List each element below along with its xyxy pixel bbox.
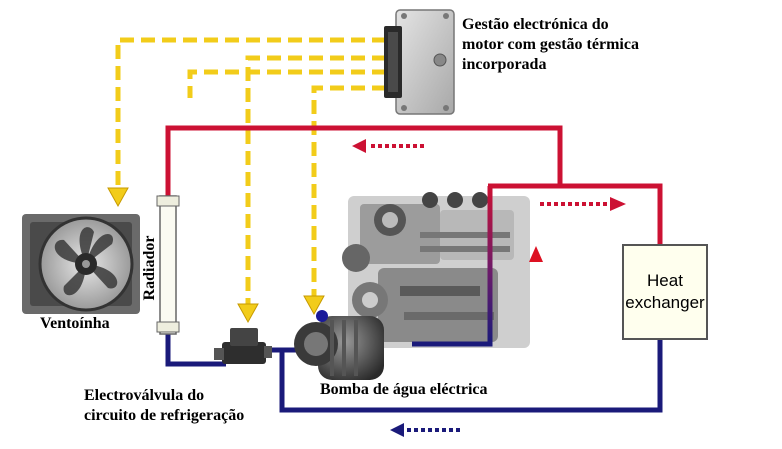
flow-arrow-bottom-left: [390, 423, 460, 437]
signal-line-pump: [311, 85, 386, 296]
radiator-label: Radiador: [141, 235, 158, 301]
cold-line-bottom-return: [279, 340, 663, 413]
coolant-lines: [165, 125, 663, 413]
flow-arrow-top-left: [352, 139, 424, 153]
signal-arrow-valve: [237, 303, 259, 324]
signal-line-fan: [115, 37, 386, 188]
signal-arrow-pump: [303, 295, 325, 316]
engine-block: [342, 192, 530, 348]
fan: [22, 214, 140, 314]
engine-riser-line: [412, 186, 493, 347]
electric-water-pump: [294, 310, 384, 380]
cold-line-radiator-return: [165, 330, 226, 367]
fan-label: Ventoínha: [40, 315, 110, 332]
heat-exchanger-label: Heat exchanger: [625, 271, 705, 312]
pump-label: Bomba de água eléctrica: [320, 381, 488, 398]
heat-exchanger-box: Heat exchanger: [622, 244, 708, 340]
signal-arrow-fan: [107, 187, 129, 208]
signal-arrowheads: [107, 187, 325, 324]
valve-label: Electroválvula do circuito de refrigeraç…: [84, 387, 245, 424]
radiator: [156, 195, 180, 335]
ecu-label: Gestão electrónica do motor com gestão t…: [462, 16, 639, 73]
flow-arrow-up: [529, 246, 543, 330]
ecu-module: [384, 9, 455, 115]
flow-arrows: [352, 139, 626, 437]
flow-arrow-right: [540, 197, 626, 211]
hot-line-top: [165, 125, 563, 198]
signal-line-radiator: [187, 69, 386, 98]
signal-lines: [115, 37, 386, 304]
solenoid-valve: [214, 328, 272, 364]
hot-line-to-heat-exchanger: [488, 183, 663, 244]
signal-line-valve: [245, 55, 386, 304]
